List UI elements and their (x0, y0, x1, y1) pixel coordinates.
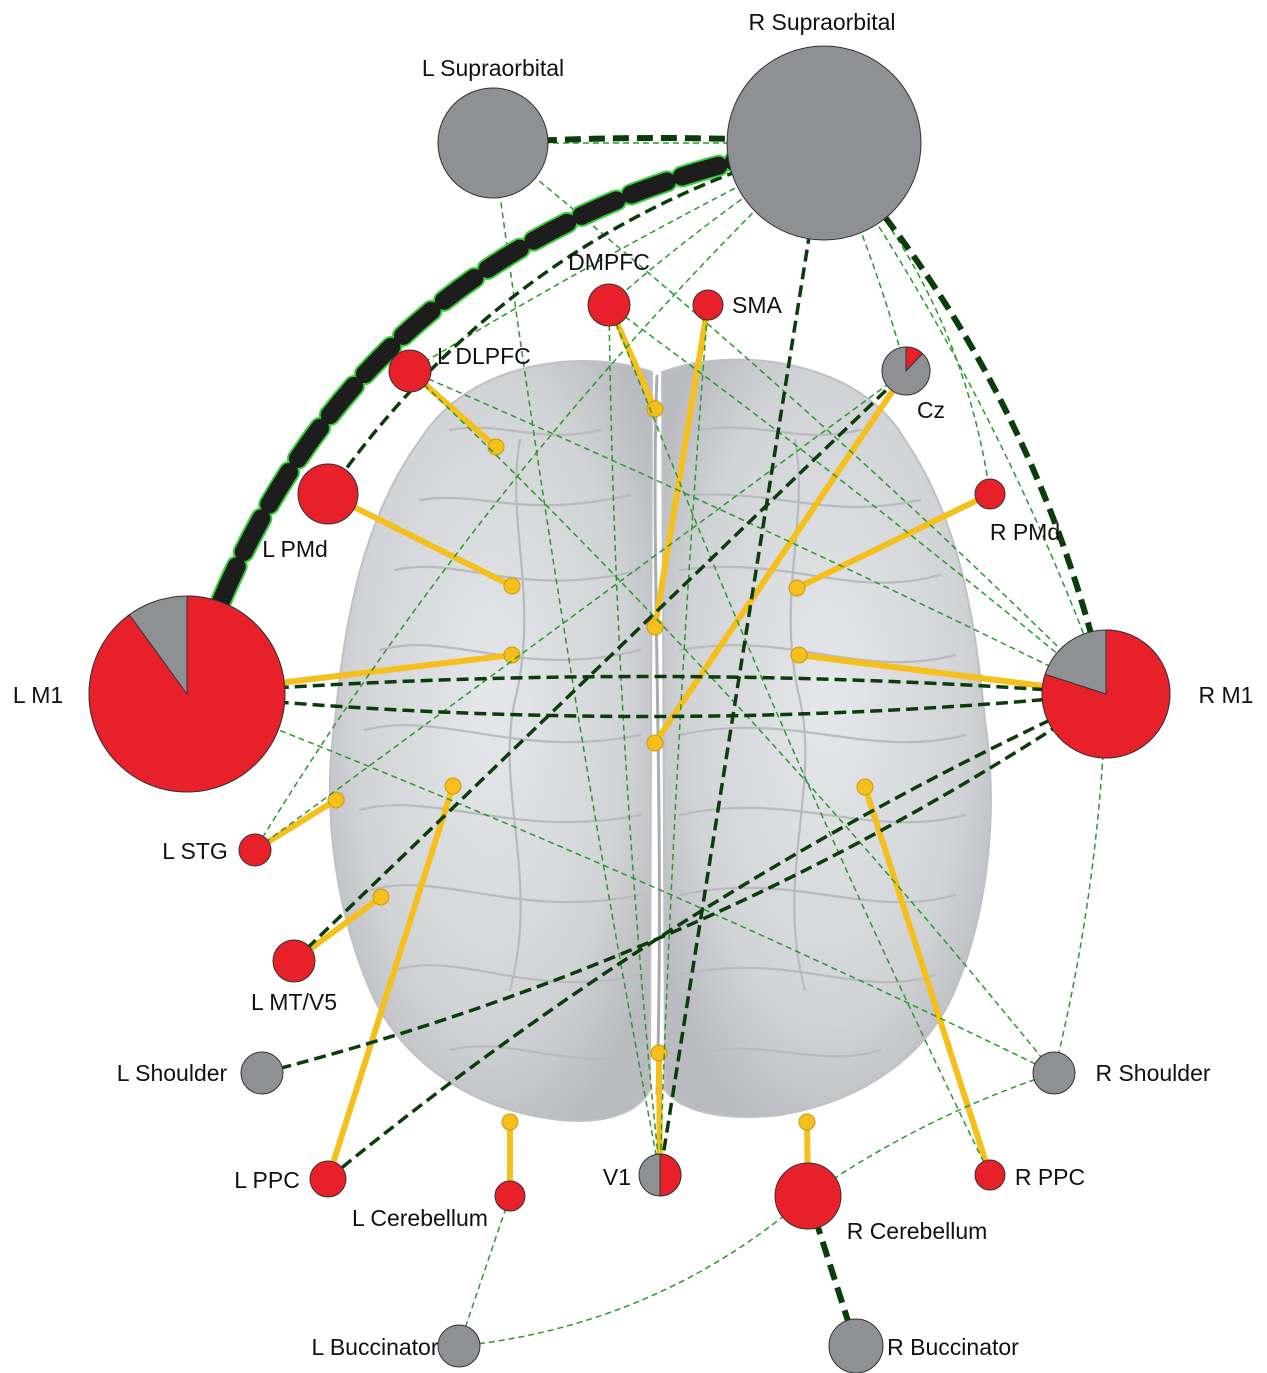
brain-point-l-pmd (504, 578, 520, 594)
brain-point-l-ppc (445, 778, 461, 794)
label-l-buccinator: L Buccinator (312, 1334, 439, 1360)
brain-point-l-cerebellum (502, 1114, 518, 1130)
node-r-cerebellum (775, 1163, 841, 1229)
node-r-m1 (1042, 630, 1170, 758)
label-r-ppc: R PPC (1015, 1164, 1085, 1190)
label-r-supraorbital: R Supraorbital (748, 9, 895, 35)
label-dmpfc: DMPFC (568, 249, 650, 275)
label-r-pmd: R PMd (990, 519, 1060, 545)
node-disc-r-pmd (975, 479, 1005, 509)
node-disc-l-cerebellum (495, 1181, 525, 1211)
node-disc-r-ppc (975, 1160, 1005, 1190)
brain-right-hemisphere (662, 360, 991, 1117)
node-disc-l-ppc (310, 1161, 346, 1197)
node-l-shoulder (241, 1052, 283, 1094)
brain-point-r-m1 (791, 647, 807, 663)
node-cz (882, 347, 930, 395)
node-r-pmd (975, 479, 1005, 509)
label-l-m1: L M1 (13, 682, 63, 708)
brain-point-r-ppc (857, 779, 873, 795)
node-disc-l-shoulder (241, 1052, 283, 1094)
brain-point-l-mt-v5 (373, 889, 389, 905)
node-red-slice-l-m1 (89, 596, 285, 792)
node-disc-sma (693, 290, 723, 320)
brain-point-r-pmd (789, 580, 805, 596)
label-r-cerebellum: R Cerebellum (847, 1218, 988, 1244)
node-sma (693, 290, 723, 320)
node-disc-r-buccinator (829, 1319, 883, 1373)
brain-point-sma (647, 619, 663, 635)
node-disc-dmpfc (588, 284, 630, 326)
node-disc-l-supraorbital (438, 88, 548, 198)
node-disc-l-mt-v5 (273, 940, 315, 982)
brain-point-r-cerebellum (799, 1114, 815, 1130)
node-disc-l-pmd (298, 464, 358, 524)
node-l-ppc (310, 1161, 346, 1197)
label-sma: SMA (732, 292, 783, 318)
node-l-pmd (298, 464, 358, 524)
node-disc-l-buccinator (438, 1325, 480, 1367)
label-l-dlpfc: L DLPFC (437, 343, 531, 369)
node-l-mt-v5 (273, 940, 315, 982)
brain-point-cz (647, 735, 663, 751)
label-r-shoulder: R Shoulder (1095, 1060, 1210, 1086)
node-disc-r-shoulder (1033, 1052, 1075, 1094)
node-l-supraorbital (438, 88, 548, 198)
node-l-buccinator (438, 1325, 480, 1367)
label-r-buccinator: R Buccinator (887, 1334, 1019, 1360)
label-l-shoulder: L Shoulder (117, 1060, 228, 1086)
thin-link-l-buccinator-r-cerebellum (459, 1196, 808, 1346)
node-disc-l-stg (239, 834, 271, 866)
node-l-dlpfc (389, 350, 431, 392)
node-l-cerebellum (495, 1181, 525, 1211)
label-v1: V1 (603, 1164, 631, 1190)
node-l-stg (239, 834, 271, 866)
label-l-ppc: L PPC (234, 1167, 300, 1193)
label-l-supraorbital: L Supraorbital (422, 55, 564, 81)
node-v1 (639, 1154, 681, 1196)
node-r-ppc (975, 1160, 1005, 1190)
node-r-supraorbital (727, 46, 921, 240)
label-l-pmd: L PMd (262, 536, 328, 562)
label-r-m1: R M1 (1199, 682, 1254, 708)
node-disc-r-cerebellum (775, 1163, 841, 1229)
brain-point-l-m1 (504, 647, 520, 663)
brain-point-l-dlpfc (488, 439, 504, 455)
label-l-mt-v5: L MT/V5 (251, 989, 337, 1015)
node-l-m1 (89, 596, 285, 792)
label-cz: Cz (917, 397, 945, 423)
node-disc-r-supraorbital (727, 46, 921, 240)
node-disc-l-dlpfc (389, 350, 431, 392)
label-l-stg: L STG (162, 838, 228, 864)
node-r-buccinator (829, 1319, 883, 1373)
label-l-cerebellum: L Cerebellum (352, 1205, 488, 1231)
node-dmpfc (588, 284, 630, 326)
node-red-slice-v1 (660, 1154, 681, 1196)
node-r-shoulder (1033, 1052, 1075, 1094)
